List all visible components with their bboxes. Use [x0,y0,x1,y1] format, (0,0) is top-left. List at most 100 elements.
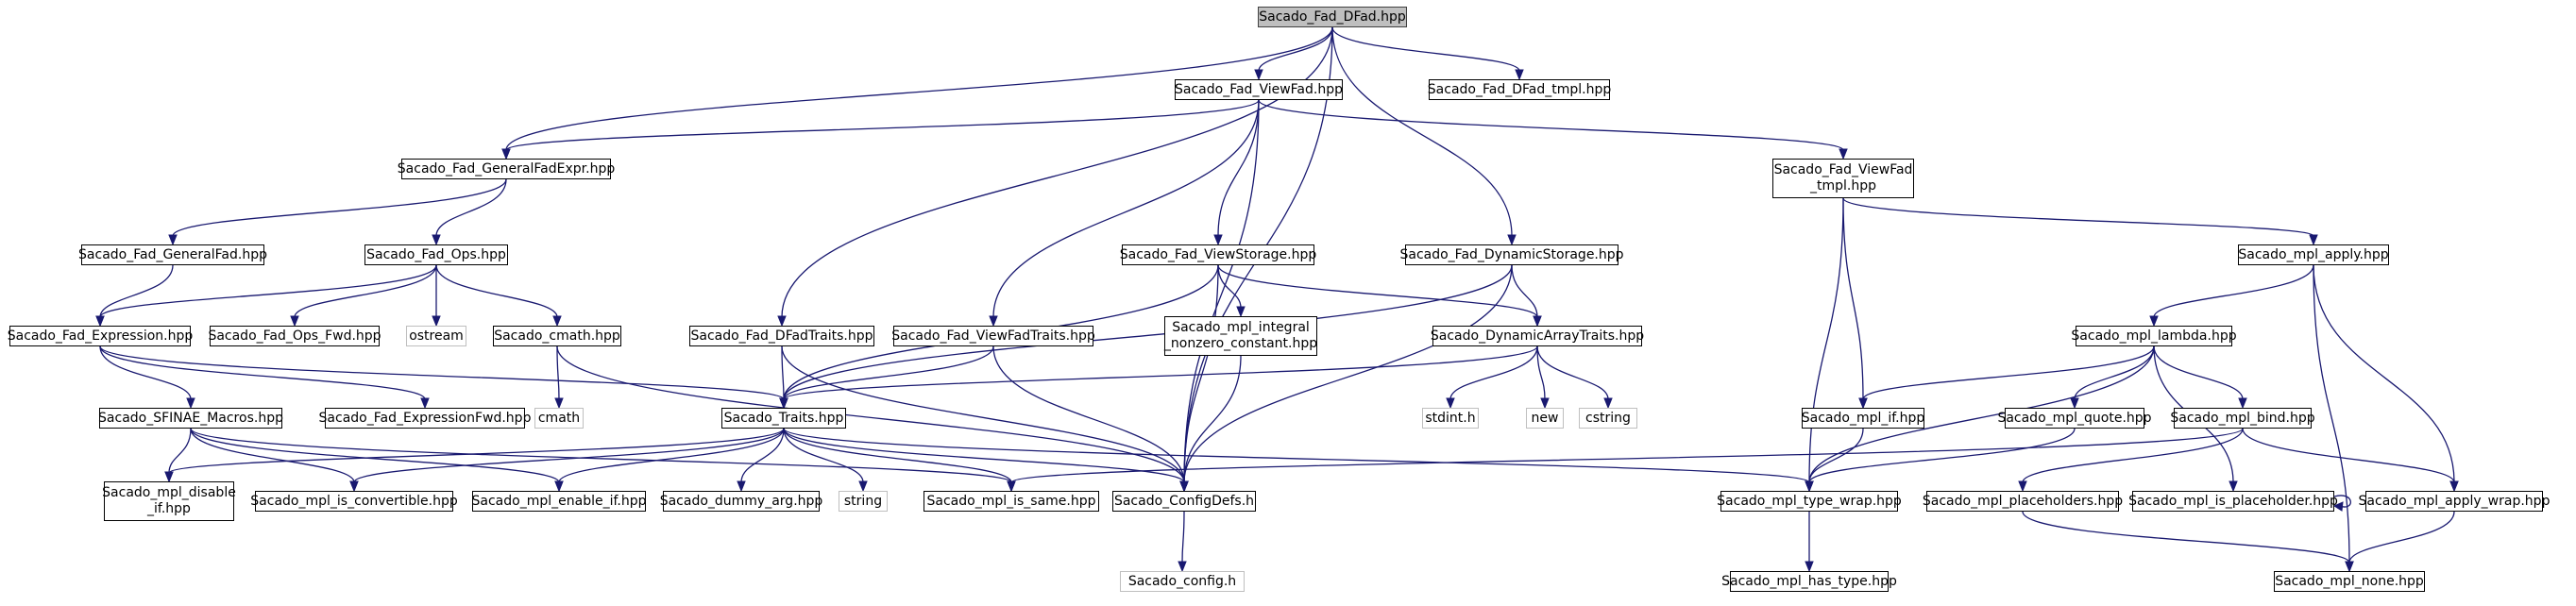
edge-arrowhead [501,148,511,160]
edge-viewfad-tmpl-to-mpl-if [1842,197,1864,400]
edge-mpl-bind-to-mpl-placeholders [2022,428,2244,483]
edge-arrowhead [1515,69,1524,81]
edge-dynamicstorage-to-dynarraytraits [1511,264,1538,318]
edge-arrowhead [1533,315,1542,328]
node-ostream[interactable]: ostream [406,326,466,346]
edge-arrowhead [1603,397,1613,410]
node-mpl-is-convertible[interactable]: Sacado_mpl_is_convertible.hpp [250,491,458,512]
edge-dfad-to-dfad-tmpl [1331,26,1520,72]
node-mpl-is-placeholder[interactable]: Sacado_mpl_is_placeholder.hpp [2128,491,2338,512]
node-config-h[interactable]: Sacado_config.h [1120,571,1245,592]
node-mpl-lambda[interactable]: Sacado_mpl_lambda.hpp [2071,326,2237,346]
edge-arrowhead [737,480,746,493]
edge-dynarraytraits-to-traits [783,345,1538,400]
edge-traits-to-mpl-is-same [783,428,1012,483]
edge-arrowhead [1839,148,1848,160]
node-dfad-tmpl[interactable]: Sacado_Fad_DFad_tmpl.hpp [1428,79,1611,100]
edge-arrowhead [554,480,564,493]
node-ops-fwd[interactable]: Sacado_Fad_Ops_Fwd.hpp [208,326,381,346]
node-mpl-none[interactable]: Sacado_mpl_none.hpp [2274,571,2425,592]
edge-dfadtraits-to-configdefs [781,345,1185,483]
node-new[interactable]: new [1526,408,1564,429]
node-cmath[interactable]: cmath [534,408,584,429]
edge-dynamicstorage-to-traits [783,264,1513,400]
node-mpl-has-type[interactable]: Sacado_mpl_has_type.hpp [1721,571,1897,592]
node-mpl-placeholders[interactable]: Sacado_mpl_placeholders.hpp [1923,491,2123,512]
edge-generalfadexpr-to-generalfad [172,178,507,237]
edge-expression-to-expressionfwd [99,345,426,400]
edge-sfinae-to-mpl-enable-if [190,428,560,483]
edge-arrowhead [1254,69,1263,81]
node-sfinae[interactable]: Sacado_SFINAE_Macros.hpp [98,408,283,429]
node-dummy-arg[interactable]: Sacado_dummy_arg.hpp [660,491,822,512]
node-viewstorage[interactable]: Sacado_Fad_ViewStorage.hpp [1120,244,1316,265]
edge-dynarraytraits-to-stdint [1449,345,1538,400]
edge-arrowhead [552,315,562,328]
edge-mpl-apply-to-mpl-lambda [2153,264,2314,318]
node-expression[interactable]: Sacado_Fad_Expression.hpp [8,326,193,346]
node-configdefs[interactable]: Sacado_ConfigDefs.h [1112,491,1256,512]
edge-arrowhead [1540,397,1550,410]
node-mpl-bind[interactable]: Sacado_mpl_bind.hpp [2170,408,2315,429]
node-cstring[interactable]: cstring [1579,408,1637,429]
node-ops[interactable]: Sacado_Fad_Ops.hpp [364,244,508,265]
node-dfadtraits[interactable]: Sacado_Fad_DFadTraits.hpp [689,326,874,346]
node-mpl-is-same[interactable]: Sacado_mpl_is_same.hpp [924,491,1099,512]
edge-dynarraytraits-to-new [1536,345,1546,400]
edge-traits-to-dummy-arg [740,428,785,483]
edge-arrowhead [1213,234,1223,246]
edge-viewfad-tmpl-to-mpl-apply [1842,197,2314,237]
edge-viewfad-to-configdefs [1183,99,1260,483]
node-dynarraytraits[interactable]: Sacado_DynamicArrayTraits.hpp [1431,326,1644,346]
edge-arrowhead [1178,561,1187,573]
node-viewfad[interactable]: Sacado_Fad_ViewFad.hpp [1175,79,1343,100]
node-string[interactable]: string [839,491,888,512]
edge-mpl-lambda-to-mpl-quote [2074,345,2155,400]
edge-mpl-quote-to-mpl-type-wrap [1808,428,2076,483]
edge-viewfad-to-generalfadexpr [505,99,1260,151]
edge-ops-to-ops-fwd [294,264,437,318]
edge-dynarraytraits-to-cstring [1536,345,1609,400]
node-mpl-apply[interactable]: Sacado_mpl_apply.hpp [2238,244,2389,265]
edge-sfinae-to-mpl-is-convertible [190,428,355,483]
node-dfad[interactable]: Sacado_Fad_DFad.hpp [1258,7,1407,27]
edge-arrowhead [2018,480,2027,493]
edge-arrowhead [186,397,195,410]
edge-ops-to-cmath-hpp [435,264,558,318]
node-generalfad[interactable]: Sacado_Fad_GeneralFad.hpp [78,244,267,265]
node-dynamicstorage[interactable]: Sacado_Fad_DynamicStorage.hpp [1399,244,1624,265]
node-mpl-quote[interactable]: Sacado_mpl_quote.hpp [1997,408,2152,429]
node-cmath-hpp[interactable]: Sacado_cmath.hpp [493,326,621,346]
edge-mpl-lambda-to-mpl-type-wrap [1808,345,2155,483]
node-traits[interactable]: Sacado_Traits.hpp [721,408,846,429]
edge-mpl-apply-to-mpl-none [2313,264,2350,564]
edge-dfad-to-generalfadexpr [505,26,1333,151]
edge-mpl-bind-to-mpl-apply-wrap [2242,428,2455,483]
node-viewfad-tmpl[interactable]: Sacado_Fad_ViewFad _tmpl.hpp [1772,159,1914,198]
edge-expression-to-sfinae [99,345,192,400]
edge-sfinae-to-mpl-is-same [190,428,1012,483]
node-stdint[interactable]: stdint.h [1422,408,1479,429]
edge-arrowhead [1507,234,1517,246]
edge-cmath-hpp-to-configdefs [556,345,1185,483]
node-mpl-apply-wrap[interactable]: Sacado_mpl_apply_wrap.hpp [2359,491,2550,512]
edge-arrowhead [349,480,359,493]
edge-viewfad-to-viewfadtraits [992,99,1260,318]
node-mpl-if[interactable]: Sacado_mpl_if.hpp [1802,408,1924,429]
node-mpl-type-wrap[interactable]: Sacado_mpl_type_wrap.hpp [1717,491,1902,512]
node-mpl-integral[interactable]: Sacado_mpl_integral _nonzero_constant.hp… [1164,316,1317,356]
node-generalfadexpr[interactable]: Sacado_Fad_GeneralFadExpr.hpp [398,159,615,179]
edge-mpl-lambda-to-mpl-if [1862,345,2155,400]
node-expressionfwd[interactable]: Sacado_Fad_ExpressionFwd.hpp [319,408,531,429]
node-mpl-disable-if[interactable]: Sacado_mpl_disable _if.hpp [102,481,236,521]
edge-mpl-apply-to-mpl-apply-wrap [2313,264,2455,483]
node-viewfadtraits[interactable]: Sacado_Fad_ViewFadTraits.hpp [891,326,1095,346]
edge-mpl-bind-to-mpl-is-same [1010,428,2244,483]
edge-traits-to-string [783,428,864,483]
edge-arrowhead [554,397,564,410]
node-mpl-enable-if[interactable]: Sacado_mpl_enable_if.hpp [472,491,646,512]
edge-viewstorage-to-mpl-integral [1217,264,1242,309]
edge-arrowhead [290,315,299,328]
